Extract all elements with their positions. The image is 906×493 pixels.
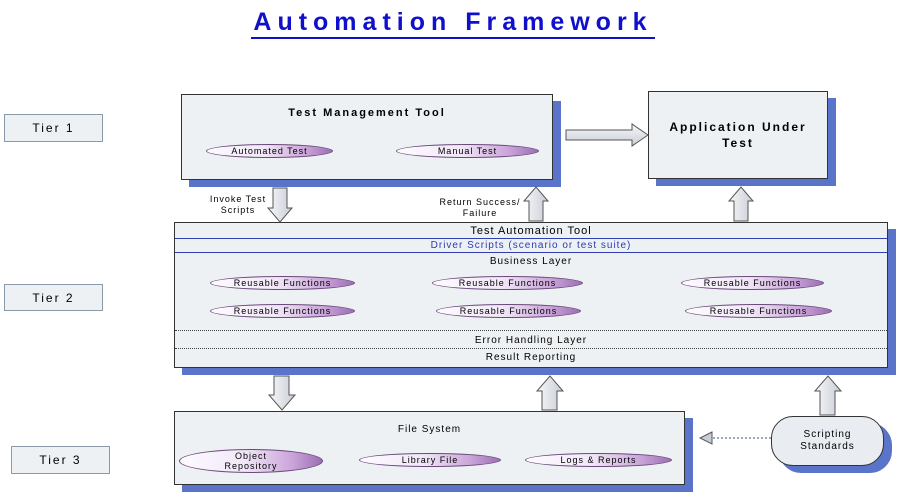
scripting-standards-label: Scripting Standards: [800, 429, 855, 452]
diagram-title-text: Automation Framework: [251, 8, 655, 39]
driver-bottom-rule: [175, 252, 887, 253]
return-success-failure-label: Return Success/ Failure: [439, 197, 521, 218]
scripting-to-automation-up-arrow: [813, 375, 843, 416]
scripting-to-file-arrowhead: [698, 431, 713, 445]
error-handling-layer-label: Error Handling Layer: [474, 335, 588, 346]
driver-top-rule: [175, 238, 887, 239]
reusable-functions-pill: Reusable Functions: [681, 276, 824, 290]
driver-scripts-layer: Driver Scripts (scenario or test suite): [430, 240, 632, 251]
tier-3-label: Tier 3: [11, 446, 110, 474]
application-under-test-title: Application Under Test: [669, 120, 807, 150]
automated-test-pill: Automated Test: [206, 144, 333, 158]
automation-to-file-down-arrow: [267, 375, 297, 411]
test-management-tool-title: Test Management Tool: [288, 107, 446, 119]
result-reporting-rule: [175, 348, 887, 349]
to-application-up-arrow: [727, 186, 755, 222]
tier-1-label: Tier 1: [4, 114, 103, 142]
reusable-functions-pill: Reusable Functions: [432, 276, 583, 290]
file-system-box: File System Object Repository Library Fi…: [174, 411, 685, 485]
reusable-functions-pill: Reusable Functions: [685, 304, 832, 318]
application-under-test-box: Application Under Test: [648, 91, 828, 179]
reusable-functions-pill: Reusable Functions: [210, 276, 355, 290]
object-repository-pill: Object Repository: [179, 449, 323, 473]
diagram-title: Automation Framework: [0, 8, 906, 39]
test-automation-tool-box: Test Automation Tool Driver Scripts (sce…: [174, 222, 888, 368]
tier-2-label: Tier 2: [4, 284, 103, 311]
manual-test-pill: Manual Test: [396, 144, 539, 158]
library-file-pill: Library File: [359, 453, 501, 467]
invoke-test-scripts-label: Invoke Test Scripts: [209, 194, 267, 215]
test-management-tool-box: Test Management Tool Automated Test Manu…: [181, 94, 553, 180]
tool-to-application-arrow: [565, 123, 649, 147]
test-automation-tool-title: Test Automation Tool: [470, 225, 592, 237]
business-layer-label: Business Layer: [489, 256, 573, 267]
file-system-title: File System: [397, 424, 462, 435]
reusable-functions-pill: Reusable Functions: [436, 304, 581, 318]
error-layer-rule: [175, 330, 887, 331]
logs-reports-pill: Logs & Reports: [525, 453, 672, 467]
result-reporting-label: Result Reporting: [485, 352, 577, 363]
reusable-functions-pill: Reusable Functions: [210, 304, 355, 318]
scripting-standards-box: Scripting Standards: [771, 416, 884, 466]
file-to-automation-up-arrow: [535, 375, 565, 411]
